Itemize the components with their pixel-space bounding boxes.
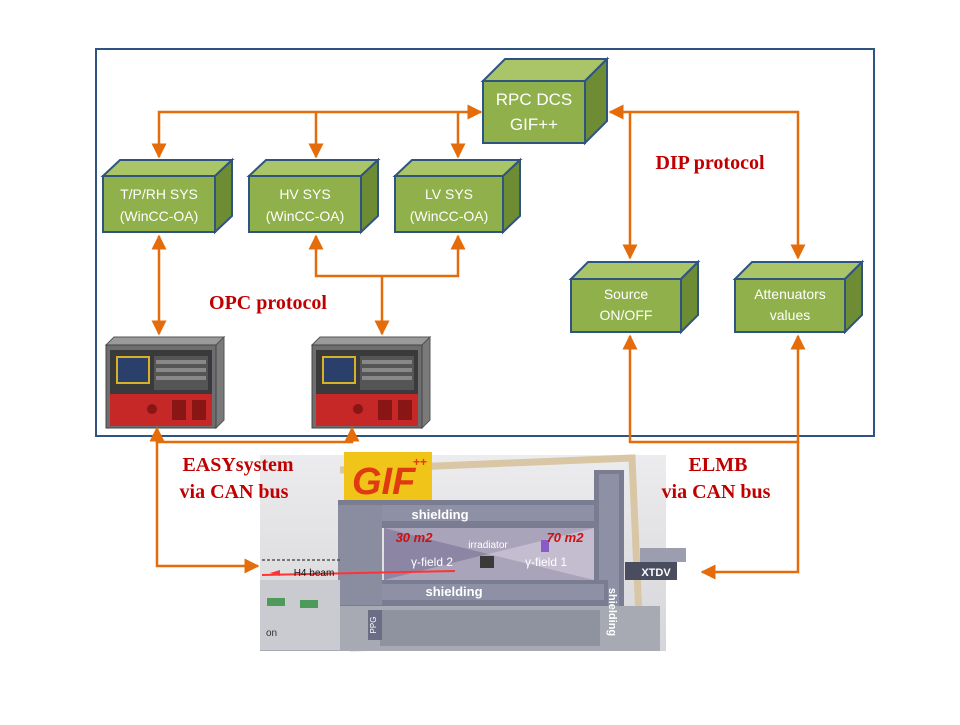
arrow-elmb	[622, 334, 806, 444]
map-shielding-right: shielding	[606, 588, 618, 636]
map-area-right: 70 m2	[547, 530, 585, 545]
map-field-right: γ-field 1	[525, 555, 567, 569]
rpc-dcs-box: RPC DCS GIF++	[480, 56, 610, 146]
map-shielding-top: shielding	[411, 507, 468, 522]
map-area-left: 30 m2	[396, 530, 434, 545]
lv-sys-line1: LV SYS	[425, 186, 473, 202]
hv-sys-box: HV SYS (WinCC-OA)	[246, 157, 381, 235]
rpc-dcs-line2: GIF++	[510, 115, 558, 134]
lv-sys-box: LV SYS (WinCC-OA)	[392, 157, 523, 235]
map-irradiator-label: irradiator	[468, 540, 508, 551]
source-box: Source ON/OFF	[568, 259, 701, 335]
easy-crate-left	[104, 335, 226, 430]
map-field-left: γ-field 2	[411, 555, 453, 569]
tph-sys-box: T/P/RH SYS (WinCC-OA)	[100, 157, 235, 235]
map-beam-label: H4 beam	[294, 568, 335, 579]
rpc-dcs-line1: RPC DCS	[496, 90, 573, 109]
tph-sys-line1: T/P/RH SYS	[120, 186, 198, 202]
map-xtdv-label: XTDV	[641, 567, 671, 579]
arrow-easy-crates	[149, 426, 360, 444]
arrow-easy-map	[155, 442, 260, 574]
elmb-label-line1: ELMB	[689, 454, 748, 476]
elmb-label-line2: via CAN bus	[662, 481, 771, 503]
arrow-dip	[622, 110, 806, 260]
hv-sys-line1: HV SYS	[279, 186, 330, 202]
attenuators-line1: Attenuators	[754, 286, 826, 302]
dcs-frame	[95, 48, 875, 437]
connectors	[149, 104, 806, 580]
gif-logo-text: GIF	[352, 461, 417, 503]
arrow-rpc-tph	[151, 104, 483, 159]
tph-sys-line2: (WinCC-OA)	[120, 208, 199, 224]
map-shielding-bottom: shielding	[425, 584, 482, 599]
easy-crate-right	[310, 335, 432, 430]
attenuators-box: Attenuators values	[732, 259, 865, 335]
hv-sys-line2: (WinCC-OA)	[266, 208, 345, 224]
lv-sys-line2: (WinCC-OA)	[410, 208, 489, 224]
map-zone-label: PPG	[369, 617, 378, 634]
arrow-hv-lv	[308, 234, 466, 278]
source-line1: Source	[604, 286, 649, 302]
gif-facility-map: shielding shielding shielding irradiator…	[260, 454, 686, 652]
gif-logo-sup: ++	[413, 455, 427, 469]
opc-protocol-label: OPC protocol	[209, 292, 327, 314]
attenuators-line2: values	[770, 307, 810, 323]
gif-logo: GIF ++	[344, 452, 432, 503]
arrow-elmb-map	[700, 442, 800, 580]
dip-protocol-label: DIP protocol	[655, 152, 765, 174]
source-line2: ON/OFF	[600, 307, 653, 323]
map-edge-label: on	[266, 628, 277, 639]
irradiator-icon	[480, 556, 494, 568]
easy-label-line2: via CAN bus	[180, 481, 289, 503]
easy-label-line1: EASYsystem	[182, 454, 293, 476]
